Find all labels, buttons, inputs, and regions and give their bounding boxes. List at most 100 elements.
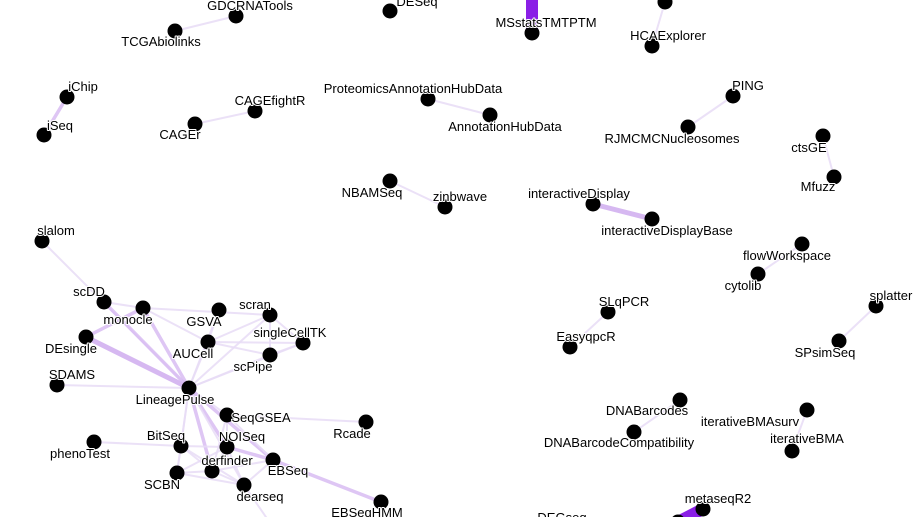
- edge-SCBN-dearseq: [176, 472, 245, 486]
- node-zinbwave[interactable]: [437, 199, 453, 215]
- node-cytolib[interactable]: [750, 266, 766, 282]
- edge-scran-AUCell: [207, 314, 271, 343]
- node-interactiveDisplayBase[interactable]: [644, 211, 660, 227]
- node-DEGseq[interactable]: [671, 514, 686, 517]
- node-BitSeq[interactable]: [173, 438, 189, 454]
- node-monocle[interactable]: [135, 300, 151, 316]
- node-scran[interactable]: [262, 307, 278, 323]
- node-NBAMSeq[interactable]: [382, 173, 398, 189]
- node-SPsimSeq[interactable]: [831, 333, 847, 349]
- node-DEsingle[interactable]: [78, 329, 94, 345]
- edge-SDAMS-LineagePulse: [56, 384, 190, 389]
- node-label-NOISeq: NOISeq: [219, 429, 265, 444]
- node-EBSeq[interactable]: [265, 452, 281, 468]
- node-MSstatsTMTPTM[interactable]: [524, 25, 540, 41]
- node-ctsGE[interactable]: [815, 128, 831, 144]
- node-GDCRNATools[interactable]: [228, 8, 244, 24]
- node-EBSeqHMM[interactable]: [373, 494, 389, 510]
- node-DESeq[interactable]: [382, 3, 398, 19]
- node-splatter[interactable]: [868, 298, 884, 314]
- node-CAGEr[interactable]: [187, 116, 203, 132]
- node-NOISeq[interactable]: [219, 439, 235, 455]
- edge-monocle-LineagePulse: [141, 306, 191, 390]
- edge-interactiveDisplay-interactiveDisplayBase: [590, 201, 655, 222]
- node-SLqPCR[interactable]: [600, 304, 616, 320]
- node-DNABarcodeCompatibility[interactable]: [626, 424, 642, 440]
- node-layer: [34, 0, 884, 517]
- node-label-cytolib: cytolib: [725, 278, 762, 293]
- node-label-LineagePulse: LineagePulse: [136, 392, 215, 407]
- node-label-dearseq: dearseq: [237, 489, 284, 504]
- edge-DEsingle-LineagePulse: [83, 334, 192, 391]
- node-label-PING: PING: [732, 78, 764, 93]
- node-label-singleCellTK: singleCellTK: [254, 325, 327, 340]
- node-EasyqpcR[interactable]: [562, 339, 578, 355]
- node-label-scDD: scDD: [73, 284, 105, 299]
- edge-SeqGSEA-EBSeq: [226, 414, 274, 461]
- node-SCBN[interactable]: [169, 465, 185, 481]
- node-label-CAGEr: CAGEr: [159, 127, 201, 142]
- edge-GDCRNATools-TCGAbiolinks: [174, 15, 237, 32]
- node-Mfuzz[interactable]: [826, 169, 842, 185]
- node-label-DEsingle: DEsingle: [45, 341, 97, 356]
- node-label-zinbwave: zinbwave: [433, 189, 487, 204]
- node-iSeq[interactable]: [36, 127, 52, 143]
- node-metaseqR2[interactable]: [695, 501, 711, 517]
- edge-LineagePulse-dearseq: [188, 387, 245, 486]
- node-TCGAbiolinks[interactable]: [167, 23, 183, 39]
- node-SDAMS[interactable]: [49, 377, 65, 393]
- edge-AUCell-scPipe: [207, 341, 271, 356]
- node-scDD[interactable]: [96, 294, 112, 310]
- edge-CAGEfightR-CAGEr: [194, 110, 256, 125]
- edge-SLqPCR-EasyqpcR: [569, 311, 609, 348]
- node-label-iChip: iChip: [68, 79, 98, 94]
- node-interactiveDisplay[interactable]: [585, 196, 601, 212]
- node-scPipe[interactable]: [262, 347, 278, 363]
- edge-layer: [41, 0, 877, 517]
- node-RJMCMCNucleosomes[interactable]: [680, 119, 696, 135]
- node-flowWorkspace[interactable]: [794, 236, 810, 252]
- node-phenoTest[interactable]: [86, 434, 102, 450]
- node-label-scPipe: scPipe: [233, 359, 272, 374]
- edge-singleCellTK-AUCell: [207, 341, 304, 344]
- edge-DEsingle-monocle: [84, 306, 145, 339]
- edge-PING-RJMCMCNucleosomes: [687, 95, 734, 128]
- node-CAGEfightR[interactable]: [247, 103, 263, 119]
- node-label-monocle: monocle: [103, 312, 152, 327]
- edge-scDD-LineagePulse: [102, 300, 191, 390]
- node-DNABarcodes[interactable]: [672, 392, 688, 408]
- node-label-iSeq: iSeq: [47, 118, 73, 133]
- edge-NBAMSeq-zinbwave: [389, 180, 446, 208]
- node-label-splatter: splatter: [870, 288, 913, 303]
- node-ProteomicsAnnotationHubData[interactable]: [420, 91, 436, 107]
- edge-derfinder-EBSeq: [211, 459, 274, 472]
- edge-NOISeq-SCBN: [176, 446, 228, 474]
- edge-ProteomicsAnnotationHubData-AnnotationHubData: [427, 98, 491, 116]
- node-LineagePulse[interactable]: [181, 380, 197, 396]
- edge-scPipe-LineagePulse: [188, 354, 271, 389]
- node-HCAExplorer[interactable]: [644, 38, 660, 54]
- node-GSVA[interactable]: [211, 302, 227, 318]
- node-iterativeBMA[interactable]: [784, 443, 800, 459]
- node-PING[interactable]: [725, 88, 741, 104]
- node-label-iterativeBMAsurv: iterativeBMAsurv: [701, 414, 800, 429]
- node-dearseq[interactable]: [236, 477, 252, 493]
- edge-flowWorkspace-cytolib: [757, 243, 803, 275]
- node-Rcade[interactable]: [358, 414, 374, 430]
- node-label-interactiveDisplay: interactiveDisplay: [528, 186, 630, 201]
- edge-SeqGSEA-Rcade: [226, 414, 367, 423]
- edge-BitSeq-NOISeq: [180, 445, 228, 448]
- node-SeqGSEA[interactable]: [219, 407, 235, 423]
- node-AUCell[interactable]: [200, 334, 216, 350]
- node-iChip[interactable]: [59, 89, 75, 105]
- node-singleCellTK[interactable]: [295, 335, 311, 351]
- node-slalom[interactable]: [34, 233, 50, 249]
- node-AnnotationHubData[interactable]: [482, 107, 498, 123]
- node-label-derfinder: derfinder: [201, 453, 253, 468]
- node-HCAtop[interactable]: [657, 0, 673, 10]
- node-iterativeBMAsurv[interactable]: [799, 402, 815, 418]
- node-label-ctsGE: ctsGE: [791, 140, 827, 155]
- node-label-BitSeq: BitSeq: [147, 428, 185, 443]
- node-derfinder[interactable]: [204, 463, 220, 479]
